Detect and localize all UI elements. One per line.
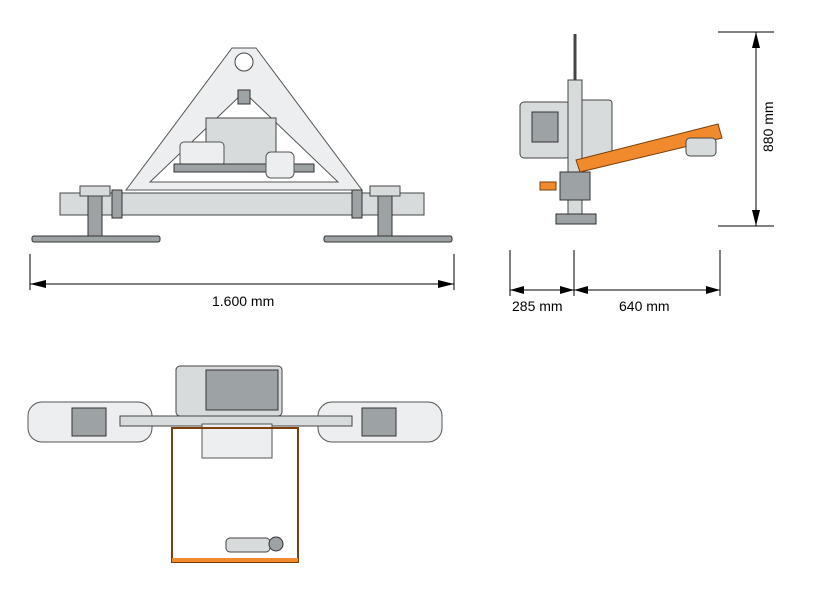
pump-top xyxy=(201,423,273,459)
pad-mount-right xyxy=(361,407,397,437)
pump-cover xyxy=(179,141,225,167)
arm-handle xyxy=(685,137,717,157)
motor-detail xyxy=(531,111,559,143)
height-label: 880 mm xyxy=(760,101,776,152)
pad-base xyxy=(555,213,597,225)
suction-pad-right xyxy=(323,235,453,243)
suction-pad-left xyxy=(31,235,161,243)
filter-unit xyxy=(265,151,295,179)
column-head-right xyxy=(369,185,401,197)
top-view xyxy=(27,365,443,563)
pad-mount-left xyxy=(71,407,107,437)
front-view xyxy=(31,47,453,243)
height-dimension xyxy=(718,31,774,227)
beam-clamp-left xyxy=(111,189,123,219)
offset-right-label: 640 mm xyxy=(619,298,670,314)
column-right xyxy=(377,195,393,237)
main-beam xyxy=(59,192,425,216)
offset-left-label: 285 mm xyxy=(512,298,563,314)
tilting-arm xyxy=(575,123,723,173)
beam-clamp-right xyxy=(351,189,363,219)
hook xyxy=(237,89,251,105)
control-valve xyxy=(225,537,271,553)
valve-knob xyxy=(268,536,284,552)
width-label: 1.600 mm xyxy=(212,293,275,309)
lifting-eye xyxy=(234,52,254,72)
side-view xyxy=(519,34,723,225)
width-dimension xyxy=(29,254,455,290)
motor-fins xyxy=(205,369,279,411)
offset-dimensions xyxy=(509,250,721,296)
frame-rail xyxy=(173,163,315,173)
valve-block xyxy=(559,171,591,201)
column-head-left xyxy=(79,185,111,197)
column-left xyxy=(87,195,103,237)
valve-left xyxy=(539,181,557,191)
